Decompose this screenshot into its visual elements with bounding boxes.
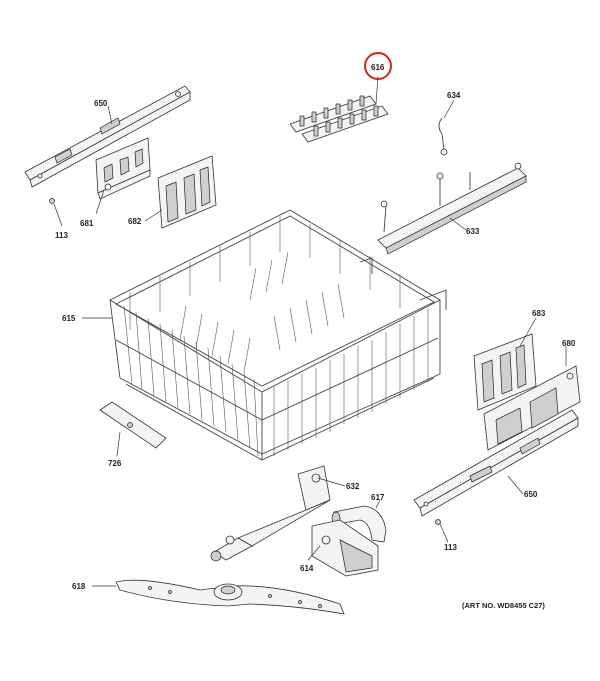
dish-rack-615 xyxy=(109,209,447,461)
label-650-lower: 650 xyxy=(524,490,538,499)
label-618: 618 xyxy=(72,582,86,591)
label-682: 682 xyxy=(128,217,142,226)
label-680: 680 xyxy=(562,339,576,348)
label-plate-726 xyxy=(99,401,167,449)
label-634: 634 xyxy=(447,91,461,100)
bracket-680 xyxy=(483,365,581,451)
leader-lines xyxy=(53,75,567,587)
screw-113-upper xyxy=(49,198,55,204)
conduit-632 xyxy=(210,465,331,562)
label-614: 614 xyxy=(300,564,314,573)
spray-manifold-633 xyxy=(377,162,527,255)
rail-650-lower xyxy=(413,409,579,517)
tine-row-616 xyxy=(289,95,389,143)
screw-113-lower xyxy=(435,519,441,525)
label-113-lower: 113 xyxy=(444,543,457,552)
label-615: 615 xyxy=(62,314,76,323)
label-113-upper: 113 xyxy=(55,231,68,240)
housing-614 xyxy=(311,519,379,577)
highlight-circle-616 xyxy=(364,52,392,80)
label-650-upper: 650 xyxy=(94,99,108,108)
hook-634 xyxy=(438,117,448,156)
bracket-683 xyxy=(473,333,537,411)
bracket-681 xyxy=(95,137,151,200)
part-labels: 650 616 634 681 113 682 633 615 683 680 … xyxy=(55,63,576,610)
label-633: 633 xyxy=(466,227,480,236)
spray-arm-618 xyxy=(115,579,345,615)
label-617: 617 xyxy=(371,493,385,502)
label-616: 616 xyxy=(371,63,385,72)
label-681: 681 xyxy=(80,219,94,228)
label-683: 683 xyxy=(532,309,546,318)
art-number: (ART NO. WD8455 C27) xyxy=(462,601,545,610)
label-632: 632 xyxy=(346,482,360,491)
rail-650-upper xyxy=(24,85,191,188)
label-726: 726 xyxy=(108,459,122,468)
bracket-682 xyxy=(157,155,217,229)
